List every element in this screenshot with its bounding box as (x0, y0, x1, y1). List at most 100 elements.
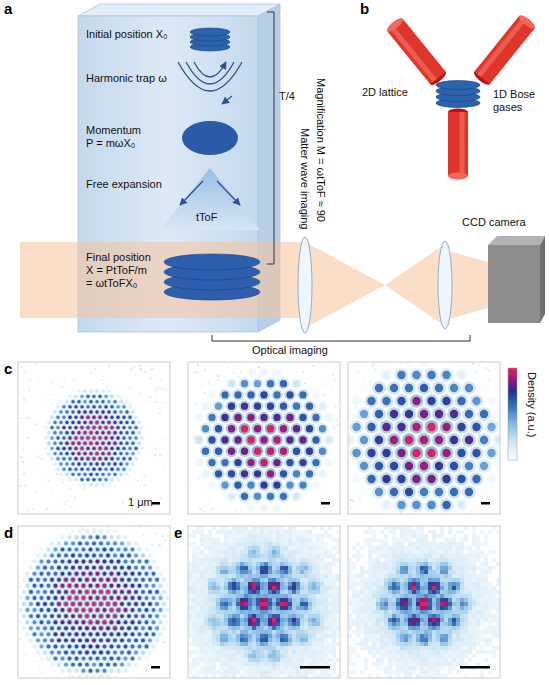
lattice-site (86, 395, 89, 398)
beam-highlight (479, 19, 524, 75)
lattice-site (110, 426, 113, 429)
lattice-site (77, 483, 80, 486)
lattice-site (412, 371, 420, 379)
lattice-halo (258, 412, 270, 424)
lattice-halo (49, 446, 54, 451)
lattice-site (367, 449, 375, 457)
lattice-site (57, 602, 61, 606)
lattice-halo (58, 461, 63, 466)
lattice-halo (130, 440, 135, 445)
lattice-site (360, 410, 368, 418)
lattice-site (86, 447, 89, 450)
lattice-halo (109, 435, 114, 440)
lattice-site (83, 400, 86, 403)
lattice-halo (112, 389, 117, 394)
lattice-site (101, 462, 104, 465)
lattice-site (75, 608, 79, 612)
lattice-site (56, 405, 59, 408)
lattice-site (427, 397, 435, 405)
lattice-site (405, 384, 413, 392)
lattice-site (273, 414, 280, 421)
noise-pixel (55, 485, 57, 487)
lattice-halo (79, 415, 84, 420)
lattice-halo (291, 490, 303, 502)
lattice-site (57, 614, 61, 618)
lattice-site (54, 608, 58, 612)
lattice-site (54, 547, 58, 551)
density-image (348, 362, 500, 514)
lattice-site (254, 470, 261, 477)
lattice-site (50, 626, 54, 630)
lattice-site (442, 371, 450, 379)
lattice-site (77, 473, 80, 476)
lattice-site (472, 475, 480, 483)
lattice-site (82, 608, 86, 612)
lattice-halo (447, 485, 461, 499)
lattice-halo (94, 631, 100, 637)
lattice-halo (105, 674, 111, 678)
lattice-site (134, 457, 137, 460)
lattice-halo (239, 490, 251, 502)
lattice-halo (94, 409, 99, 414)
lattice-site (80, 467, 83, 470)
lattice-site (228, 448, 235, 455)
lattice-halo (45, 619, 51, 625)
lattice-halo (365, 394, 379, 408)
image-ground (348, 362, 500, 514)
lattice-halo (130, 461, 135, 466)
lattice-halo (88, 389, 93, 394)
lattice-site (80, 447, 83, 450)
lattice-site (54, 632, 58, 636)
lattice-halo (115, 466, 120, 471)
lattice-site (122, 416, 125, 419)
imaging-beam (385, 244, 445, 326)
lattice-site (119, 431, 122, 434)
noise-pixel (162, 641, 164, 643)
lattice-site (57, 566, 61, 570)
lattice-site (116, 426, 119, 429)
lattice-halo (91, 661, 97, 667)
image-ground (18, 526, 170, 678)
lattice-halo (278, 400, 290, 412)
noise-pixel (258, 366, 260, 368)
lattice-site (26, 572, 30, 576)
lattice-site (375, 436, 383, 444)
lattice-halo (206, 412, 218, 424)
lattice-halo (118, 472, 123, 477)
lattice-site (312, 459, 319, 466)
lattice-site (68, 596, 72, 600)
lattice-halo (79, 425, 84, 430)
lattice-halo (410, 446, 424, 460)
lattice-halo (317, 468, 329, 480)
lattice-halo (73, 477, 78, 482)
lattice-site (280, 380, 287, 387)
noise-pixel (485, 367, 487, 369)
lattice-site (71, 602, 75, 606)
lattice-halo (245, 457, 257, 469)
lattice-site (95, 390, 98, 393)
lattice-halo (85, 404, 90, 409)
lattice-site (68, 620, 72, 624)
lattice-site (85, 614, 89, 618)
lattice-halo (97, 456, 102, 461)
lattice-halo (109, 446, 114, 451)
lattice-site (89, 620, 93, 624)
lattice-site (85, 651, 89, 655)
noise-pixel (166, 533, 168, 535)
lattice-halo (109, 415, 114, 420)
lattice-site (495, 410, 500, 418)
lattice-halo (24, 619, 30, 625)
lattice-halo (97, 477, 102, 482)
lattice-halo (59, 571, 65, 577)
beam-end (517, 13, 537, 31)
lattice-site (202, 448, 209, 455)
lattice-site (56, 467, 59, 470)
lattice-site (375, 488, 383, 496)
lattice-site (62, 426, 65, 429)
lattice-halo (38, 655, 44, 661)
lattice-halo (52, 643, 58, 649)
lattice-halo (84, 637, 90, 643)
lattice-site (450, 384, 458, 392)
lattice-site (50, 416, 53, 419)
lattice-halo (31, 558, 37, 564)
